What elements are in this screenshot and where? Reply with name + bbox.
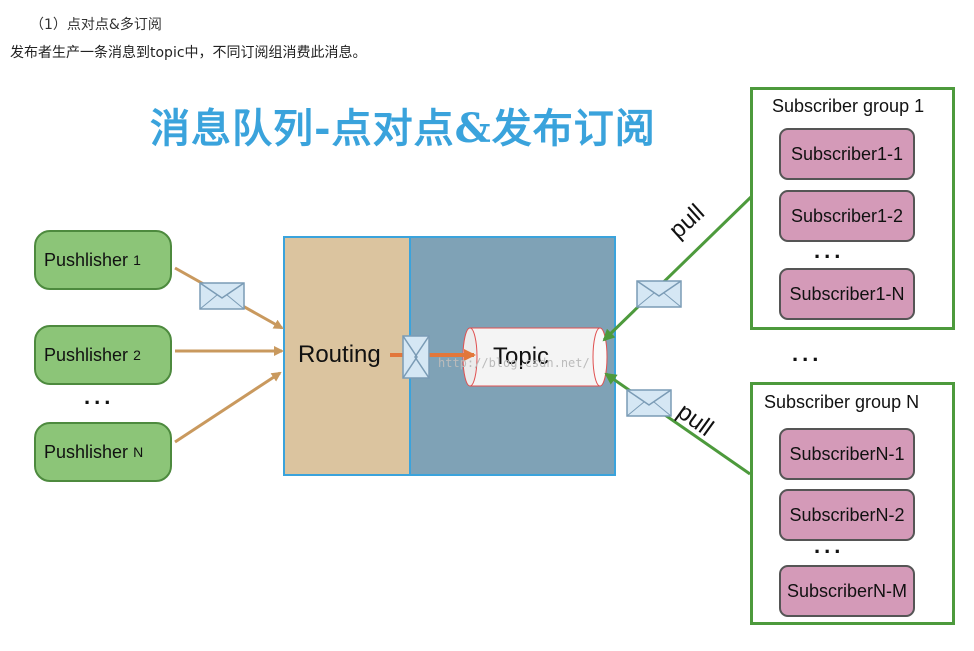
envelope-icon (199, 282, 245, 310)
publisher-name: Pushlisher (44, 441, 129, 462)
section-description: 发布者生产一条消息到topic中，不同订阅组消费此消息。 (10, 45, 367, 61)
topic-label: Topic (493, 343, 550, 370)
envelope-icon (402, 335, 430, 379)
subscriber-name: SubscriberN-M (786, 580, 908, 601)
watermark: http://blog.csdn.net/ (438, 356, 590, 370)
publishers-ellipsis: ... (84, 384, 115, 409)
envelope-icon (626, 389, 672, 417)
subscriber-node: SubscriberN-M (779, 565, 915, 617)
publisher-suffix: N (133, 444, 144, 460)
subscriber-node: Subscriber1-1 (779, 128, 915, 180)
publisher-name: Pushlisher (44, 249, 129, 270)
subscriber-group-label: Subscriber group 1 (772, 96, 925, 116)
arrow-pull-group-1 (602, 194, 754, 342)
publisher-node: Pushlisher 1 (34, 230, 172, 290)
subscriber-group-label: Subscriber group N (764, 392, 920, 412)
envelope-icon (636, 280, 682, 308)
routing-panel (283, 236, 412, 476)
publisher-node: Pushlisher 2 (34, 325, 172, 385)
arrow-publisher-n (174, 371, 282, 444)
subscriber-node: SubscriberN-2 (779, 489, 915, 541)
routing-label: Routing (298, 341, 381, 368)
subscribers-ellipsis: ... (814, 533, 845, 558)
diagram-title: 消息队列-点对点&发布订阅 (150, 105, 656, 152)
subscriber-node: Subscriber1-2 (779, 190, 915, 242)
publisher-suffix: 1 (133, 252, 141, 268)
subscriber-node: Subscriber1-N (779, 268, 915, 320)
publisher-suffix: 2 (133, 347, 141, 363)
groups-ellipsis: ... (792, 341, 823, 366)
subscriber-name: SubscriberN-2 (789, 504, 905, 525)
subscriber-name: SubscriberN-1 (789, 443, 905, 464)
subscriber-name: Subscriber1-2 (790, 205, 904, 226)
topic-cylinder (462, 327, 608, 387)
subscriber-name: Subscriber1-1 (790, 143, 904, 164)
publisher-name: Pushlisher (44, 344, 129, 365)
subscriber-name: Subscriber1-N (789, 283, 905, 304)
subscriber-node: SubscriberN-1 (779, 428, 915, 480)
subscribers-ellipsis: ... (814, 238, 845, 263)
section-heading: （1）点对点&多订阅 (30, 17, 162, 33)
publisher-node: Pushlisher N (34, 422, 172, 482)
